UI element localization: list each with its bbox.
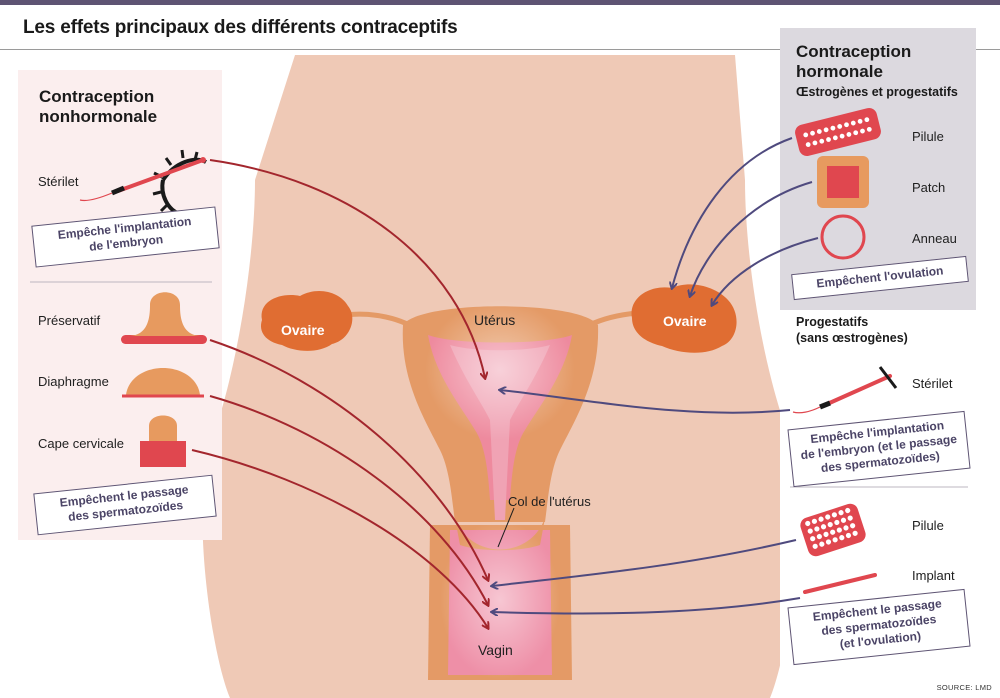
- pill-pack-combined: [795, 108, 881, 156]
- ring-device: [820, 214, 866, 260]
- diaphragme-label: Diaphragme: [38, 374, 109, 389]
- hormonal-sterilet-label: Stérilet: [912, 376, 953, 391]
- title-divider: [0, 49, 1000, 50]
- arrow-diaphragm-to-vagina: [209, 395, 488, 605]
- diaphragm-device: [122, 368, 204, 398]
- progestin-subheading: Progestatifs (sans œstrogènes): [796, 315, 908, 345]
- page-title: Les effets principaux des différents con…: [23, 17, 458, 38]
- arrow-cap-to-vagina: [191, 449, 488, 628]
- arrow-pill-to-ovary: [672, 137, 793, 288]
- cervix-leader: [497, 507, 515, 548]
- arrow-patch-to-ovary: [690, 181, 813, 296]
- vagina-glow: [440, 520, 560, 680]
- arrow-iud-to-uterus: [209, 159, 485, 378]
- hormonal-heading: Contraception hormonale: [796, 42, 912, 81]
- arrow-hormonal-iud-to-uterus: [500, 390, 791, 414]
- combined-subheading: Œstrogènes et progestatifs: [796, 85, 958, 99]
- right-ovary: [631, 284, 737, 353]
- arrow-implant-to-vagina: [492, 597, 801, 614]
- pill-pack-progestin: [800, 503, 866, 557]
- pilule-label-2: Pilule: [912, 518, 944, 533]
- left-ovary: [260, 291, 353, 351]
- sterilet-label: Stérilet: [38, 174, 79, 189]
- left-panel-bg: [18, 70, 222, 540]
- source-credit: SOURCE: LMD: [936, 683, 992, 692]
- implant-label: Implant: [912, 568, 955, 583]
- cervical-cap-device: [140, 415, 186, 467]
- ovary-left-label: Ovaire: [281, 322, 325, 338]
- patch-device: [817, 156, 869, 208]
- preservatif-label: Préservatif: [38, 313, 101, 328]
- pilule-label-1: Pilule: [912, 129, 944, 144]
- hormonal-iud-device: [792, 366, 898, 414]
- top-accent-bar: [0, 0, 1000, 5]
- arrow-ring-to-ovary: [712, 237, 819, 305]
- nonhormonal-heading: Contraception nonhormonale: [39, 87, 158, 126]
- cape-label: Cape cervicale: [38, 436, 124, 451]
- ovary-right-label: Ovaire: [663, 313, 707, 329]
- arrow-condom-to-vagina: [209, 339, 488, 580]
- condom-device: [121, 292, 207, 344]
- arrow-progestin-pill-to-vagina: [492, 539, 797, 586]
- implant-device: [803, 573, 877, 594]
- vagina-label: Vagin: [478, 642, 513, 658]
- anneau-label: Anneau: [912, 231, 957, 246]
- uterus-glow: [425, 300, 575, 440]
- uterus-label: Utérus: [474, 312, 516, 328]
- cervix-label: Col de l'utérus: [508, 494, 591, 509]
- patch-label: Patch: [912, 180, 946, 195]
